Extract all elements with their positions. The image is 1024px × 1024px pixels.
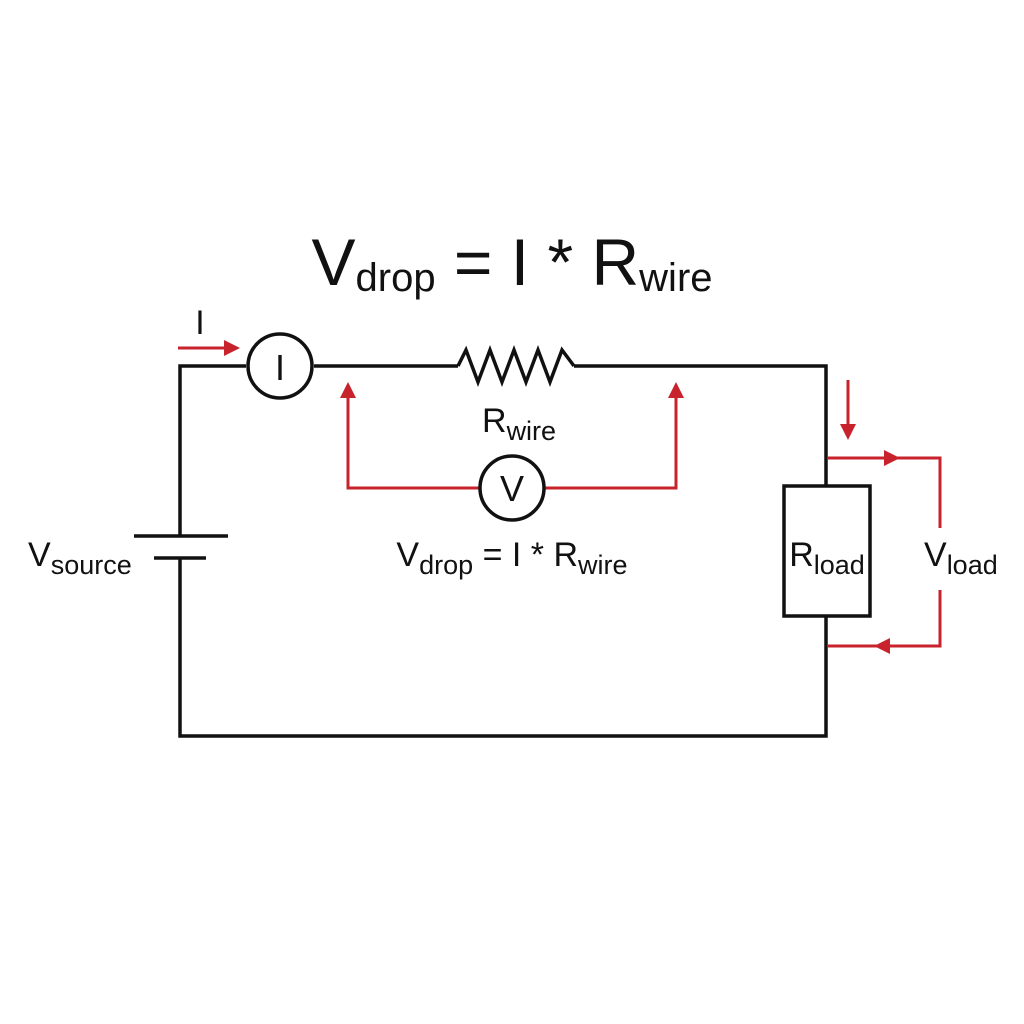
current-label: I xyxy=(195,304,204,342)
voltage-source-battery xyxy=(134,534,228,560)
load-resistor: Rload xyxy=(782,484,872,618)
ammeter-symbol: I xyxy=(275,347,285,388)
load-resistor-label: Rload xyxy=(789,536,865,580)
voltmeter-symbol: V xyxy=(500,468,524,509)
title-formula: Vdrop = I * Rwire xyxy=(311,225,712,300)
source-label: Vsource xyxy=(28,536,132,580)
ammeter: I xyxy=(246,332,314,400)
load-voltage-bracket xyxy=(828,450,942,654)
voltmeter-leads xyxy=(340,382,684,490)
load-current-arrow xyxy=(840,380,856,440)
wire-resistor-label: Rwire xyxy=(482,402,556,446)
load-lower-wire xyxy=(178,558,828,738)
load-voltage-label: Vload xyxy=(924,536,998,580)
circuit-wires xyxy=(178,345,828,738)
voltmeter: V xyxy=(478,454,546,522)
top-wire-right xyxy=(574,364,828,486)
current-arrow xyxy=(178,340,240,356)
drop-formula: Vdrop = I * Rwire xyxy=(396,536,627,580)
top-wire-left xyxy=(178,364,246,410)
wire-resistor xyxy=(456,345,576,387)
